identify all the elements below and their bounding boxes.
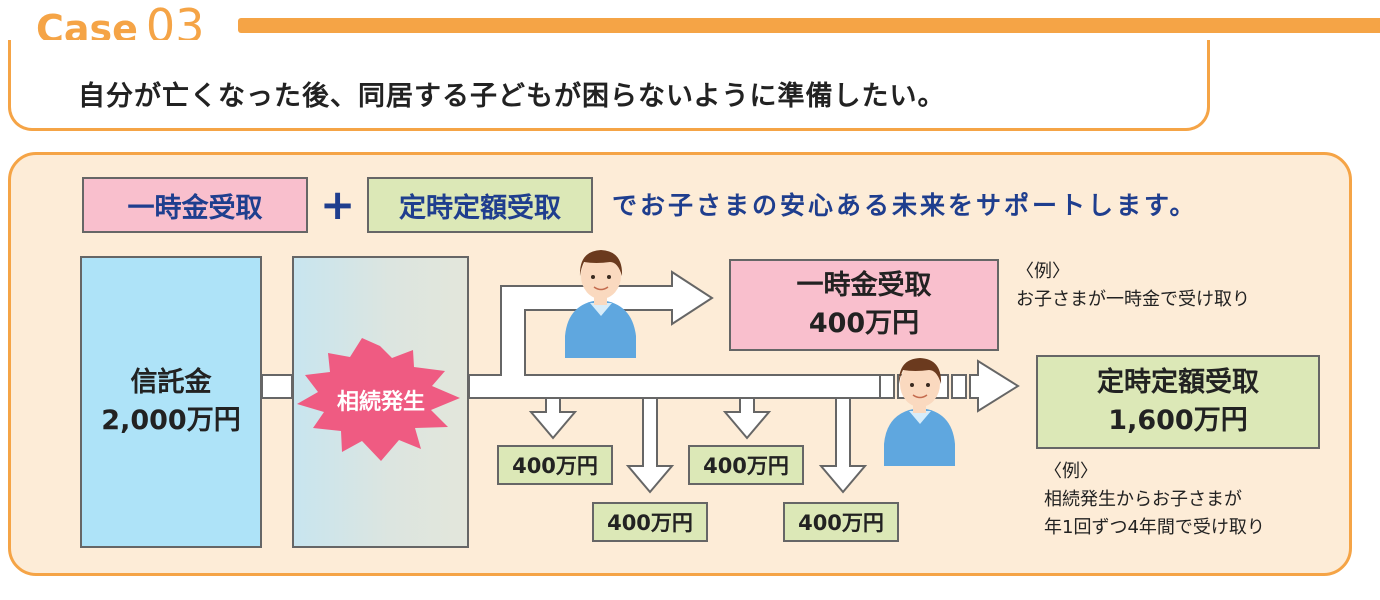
installment-2: 400万円 (592, 502, 708, 542)
installment-1-amount: 400万円 (512, 454, 598, 478)
lump-sum-tag: 一時金受取 (82, 177, 308, 233)
trust-amount: 2,000万円 (101, 405, 241, 436)
down-arrow-4 (818, 397, 868, 494)
child-figure-2 (884, 358, 955, 466)
trust-connector (261, 374, 293, 399)
fixed-note: 〈例〉 相続発生からお子さまが 年1回ずつ4年間で受け取り (1044, 458, 1265, 542)
inheritance-burst (297, 338, 460, 461)
lump-sum-result-label: 一時金受取 (796, 270, 932, 301)
dash-seg (879, 374, 895, 399)
down-arrow-3 (722, 397, 772, 440)
dash-seg (951, 374, 967, 399)
lump-sum-note-prefix: 〈例〉 (1016, 261, 1070, 282)
tagline: でお子さまの安心ある未来をサポートします。 (612, 191, 1198, 220)
installment-2-amount: 400万円 (607, 511, 693, 535)
fixed-note-line1: 相続発生からお子さまが (1044, 489, 1242, 510)
inheritance-label: 相続発生 (310, 383, 452, 417)
lump-sum-tag-label: 一時金受取 (127, 192, 263, 224)
fixed-note-line2: 年1回ずつ4年間で受け取り (1044, 517, 1265, 538)
fixed-result: 定時定額受取 1,600万円 (1036, 355, 1320, 449)
lump-sum-result: 一時金受取 400万円 (729, 259, 999, 351)
down-arrow-2 (625, 397, 675, 494)
header-rule (238, 18, 1380, 33)
down-arrow-1 (528, 397, 578, 440)
lump-sum-result-amount: 400万円 (808, 308, 920, 339)
page-title: 自分が亡くなった後、同居する子どもが困らないように準備したい。 (78, 81, 946, 112)
installment-4-amount: 400万円 (798, 511, 884, 535)
installment-1: 400万円 (497, 445, 613, 485)
fixed-tag: 定時定額受取 (367, 177, 593, 233)
fixed-tag-label: 定時定額受取 (399, 192, 561, 224)
installment-3: 400万円 (688, 445, 804, 485)
installment-4: 400万円 (783, 502, 899, 542)
trust-label: 信託金 (130, 367, 212, 398)
installment-3-amount: 400万円 (703, 454, 789, 478)
trust-box: 信託金 2,000万円 (80, 256, 262, 548)
lump-sum-note: 〈例〉 お子さまが一時金で受け取り (1016, 258, 1250, 314)
fixed-note-prefix: 〈例〉 (1044, 461, 1098, 482)
fixed-arrow-head (969, 359, 1020, 413)
inheritance-label-text: 相続発生 (336, 390, 425, 415)
child-figure-1 (565, 250, 636, 358)
fixed-result-amount: 1,600万円 (1108, 405, 1248, 436)
header-box (8, 40, 1210, 131)
plus-sign: + (320, 180, 356, 229)
fixed-result-label: 定時定額受取 (1097, 367, 1259, 398)
lump-sum-note-text: お子さまが一時金で受け取り (1016, 289, 1250, 310)
